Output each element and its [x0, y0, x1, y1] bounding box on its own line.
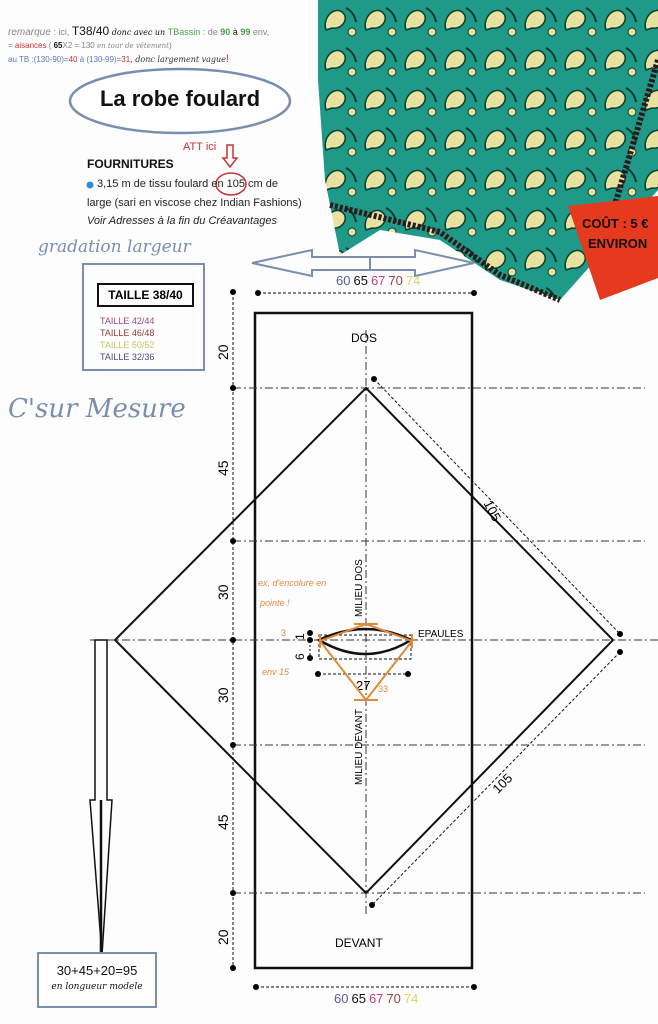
length-box: 30+45+20=95 en longueur modele	[37, 952, 157, 1008]
price-tag: COÛT : 5 € ENVIRON	[568, 196, 658, 300]
gradation-label: gradation largeur	[38, 237, 191, 257]
diagonal-label-bottom: 105	[489, 770, 515, 796]
dim-45-bottom: 45	[215, 814, 231, 830]
length-arrow	[89, 639, 113, 965]
att-note: ATT ici	[183, 141, 217, 153]
diamond-outline	[113, 386, 615, 895]
size-option: TAILLE 32/36	[100, 352, 155, 362]
size-option: TAILLE 46/48	[100, 328, 155, 338]
remark-line-2: = aisances ( 65X2 = 130 en tour de vêtem…	[8, 41, 172, 50]
dim-30-bottom: 30	[215, 687, 231, 703]
remark-line-1: remarque : ici, T38/40 donc avec un TBas…	[8, 24, 270, 38]
neck-note-3: 3	[281, 628, 286, 638]
title-ellipse	[68, 67, 292, 135]
length-dimension	[230, 289, 236, 971]
bullet-icon	[86, 181, 94, 189]
diagonal-label-top: 105	[481, 498, 504, 524]
length-formula: 30+45+20=95	[56, 963, 138, 978]
width-dimension-top	[255, 290, 477, 296]
fournitures-line-2: large (sari en viscose chez Indian Fashi…	[87, 197, 302, 209]
gradation-arrow	[251, 248, 475, 278]
pointed-neckline	[318, 622, 414, 702]
milieu-dos-label: MILIEU DOS	[354, 559, 365, 617]
fabric-width-value: 105	[226, 178, 245, 190]
neck-depth-1: 1	[293, 633, 307, 640]
epaules-label: EPAULES	[418, 629, 464, 640]
fournitures-line-1: 3,15 m de tissu foulard en 105 cm de	[97, 178, 279, 190]
width-dimension-bottom	[253, 984, 477, 990]
width-value: 60	[336, 273, 351, 288]
att-marker	[215, 144, 247, 196]
dim-45-top: 45	[215, 460, 231, 476]
page-title: La robe foulard	[99, 86, 261, 111]
milieu-devant-label: MILIEU DEVANT	[354, 709, 365, 785]
length-labels: 20 45 30 30 45 20	[215, 344, 231, 945]
length-caption: en longueur modele	[51, 982, 143, 992]
neckline: 27 6 1	[293, 627, 414, 693]
dim-30-top: 30	[215, 584, 231, 600]
width-value: 65	[351, 991, 366, 1006]
neck-depth-6: 6	[293, 653, 307, 660]
dos-label: DOS	[351, 331, 377, 345]
diagonal-dimensions	[371, 378, 621, 906]
neck-width-label: 27	[356, 678, 370, 693]
width-value: 65	[353, 273, 368, 288]
width-value: 74	[405, 273, 421, 288]
fournitures-heading: FOURNITURES	[87, 157, 174, 171]
neck-note-2: pointe !	[259, 598, 290, 608]
dim-20-bottom: 20	[215, 929, 231, 945]
fournitures-line-3: Voir Adresses à la fin du Créavantages	[87, 215, 277, 227]
size-main: TAILLE 38/40	[97, 283, 194, 307]
neck-note-33: 33	[378, 684, 388, 694]
remark-line-3: au TB :(130-90)=40 à (130-99)=31, donc l…	[8, 53, 229, 65]
guide-lines	[90, 330, 658, 915]
brand-watermark: C'sur Mesure	[8, 394, 186, 424]
price-line2: ENVIRON	[588, 236, 647, 251]
price-line1: COÛT : 5 €	[582, 216, 648, 231]
size-option: TAILLE 42/44	[100, 316, 155, 326]
width-value: 60	[334, 991, 349, 1006]
dim-20-top: 20	[215, 344, 231, 360]
neck-note-env: env 15	[262, 667, 290, 677]
width-value: 70	[386, 991, 401, 1006]
devant-label: DEVANT	[335, 936, 383, 950]
width-value: 67	[368, 991, 384, 1006]
width-value: 74	[403, 991, 419, 1006]
neck-note-1: ex, d'encolure en	[258, 578, 326, 588]
width-value: 67	[370, 273, 386, 288]
fabric-photo	[318, 0, 658, 303]
neck-note: ex, d'encolure en pointe ! 3 env 15 33	[258, 578, 388, 694]
width-value: 70	[388, 273, 403, 288]
size-option: TAILLE 50/52	[100, 340, 155, 350]
